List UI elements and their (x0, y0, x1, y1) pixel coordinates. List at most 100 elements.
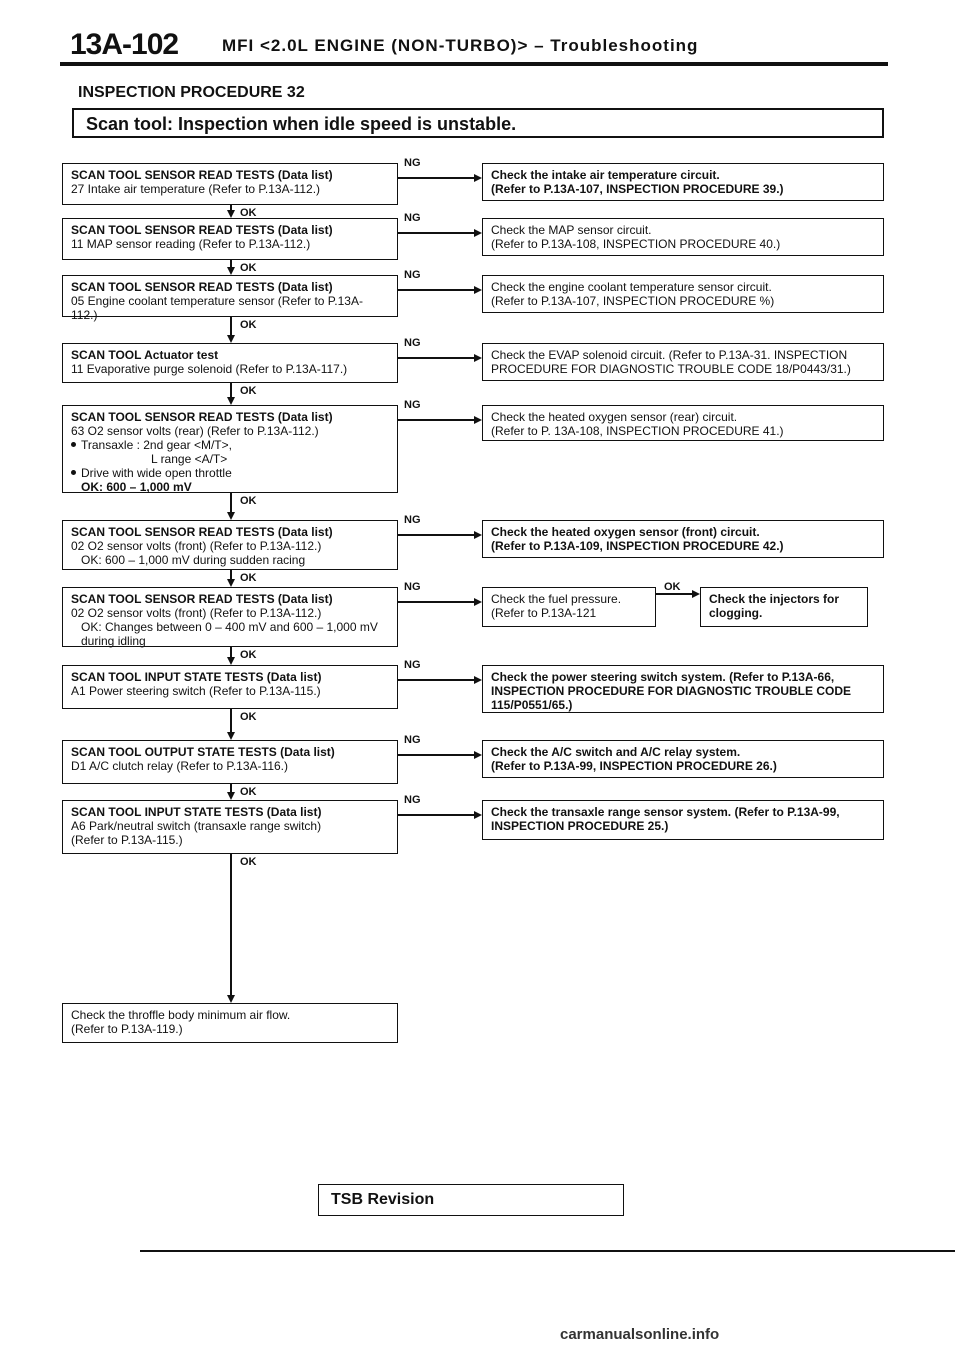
ng-action-line: (Refer to P. 13A-108, INSPECTION PROCEDU… (491, 424, 784, 438)
ok-label: OK (240, 495, 257, 507)
ng-arrow-icon (474, 531, 482, 539)
ok-down-arrow-icon (227, 210, 235, 218)
ng-connector (398, 679, 474, 681)
ng-action-line: INSPECTION PROCEDURE 25.) (491, 819, 669, 833)
page-header-title: MFI <2.0L ENGINE (NON-TURBO)> – Troubles… (222, 36, 699, 55)
ok-down-connector (230, 854, 232, 995)
ok-down-connector (230, 493, 232, 512)
step-line: (Refer to P.13A-115.) (71, 833, 183, 847)
step-line: 02 O2 sensor volts (front) (Refer to P.1… (71, 539, 322, 553)
tsb-revision-box: TSB Revision (318, 1184, 624, 1216)
ng-label: NG (404, 659, 421, 671)
step-box-8: SCAN TOOL INPUT STATE TESTS (Data list)A… (62, 665, 398, 709)
step-line: 11 Evaporative purge solenoid (Refer to … (71, 362, 348, 376)
ng-action-box-8: Check the power steering switch system. … (482, 665, 884, 713)
step-box-9: SCAN TOOL OUTPUT STATE TESTS (Data list)… (62, 740, 398, 784)
ng-action-line: INSPECTION PROCEDURE FOR DIAGNOSTIC TROU… (491, 684, 852, 698)
ng-action-line: (Refer to P.13A-107, INSPECTION PROCEDUR… (491, 294, 775, 308)
page-number: 13A-102 (70, 28, 179, 61)
step-title: SCAN TOOL Actuator test (71, 348, 219, 362)
final-step-line-2: (Refer to P.13A-119.) (71, 1022, 183, 1036)
ng-action-line: Check the heated oxygen sensor (front) c… (491, 525, 760, 539)
ok-action-line: Check the injectors for (709, 592, 840, 606)
step-line: L range <A/T> (151, 452, 228, 466)
step-title: SCAN TOOL SENSOR READ TESTS (Data list) (71, 168, 333, 182)
step-box-7: SCAN TOOL SENSOR READ TESTS (Data list)0… (62, 587, 398, 648)
step-box-5: SCAN TOOL SENSOR READ TESTS (Data list)6… (62, 405, 398, 494)
ng-connector (398, 814, 474, 816)
ng-arrow-icon (474, 354, 482, 362)
ng-action-line: (Refer to P.13A-107, INSPECTION PROCEDUR… (491, 182, 784, 196)
procedure-title: INSPECTION PROCEDURE 32 (78, 84, 305, 101)
ng-action-box-10: Check the transaxle range sensor system.… (482, 800, 884, 840)
ok-down-arrow-icon (227, 792, 235, 800)
ng-action-box-6: Check the heated oxygen sensor (front) c… (482, 520, 884, 558)
ng-action-line: Check the fuel pressure. (491, 592, 622, 606)
step-line: 11 MAP sensor reading (Refer to P.13A-11… (71, 237, 311, 251)
ng-label: NG (404, 581, 421, 593)
step-line: OK: 600 – 1,000 mV (81, 480, 192, 494)
ng-connector (398, 177, 474, 179)
ng-action-line: (Refer to P.13A-121 (491, 606, 597, 620)
step-line: 05 Engine coolant temperature sensor (Re… (71, 294, 363, 322)
ng-action-line: (Refer to P.13A-99, INSPECTION PROCEDURE… (491, 759, 777, 773)
ng-arrow-icon (474, 229, 482, 237)
step-title: SCAN TOOL OUTPUT STATE TESTS (Data list) (71, 745, 335, 759)
ng-action-box-4: Check the EVAP solenoid circuit. (Refer … (482, 343, 884, 381)
ng-action-line: Check the MAP sensor circuit. (491, 223, 652, 237)
ng-action-box-7: Check the fuel pressure.(Refer to P.13A-… (482, 587, 656, 627)
ok-down-connector (230, 383, 232, 397)
ng-label: NG (404, 514, 421, 526)
ok-down-arrow-icon (227, 267, 235, 275)
ng-connector (398, 289, 474, 291)
ok-down-connector (230, 570, 232, 579)
ng-action-line: (Refer to P.13A-109, INSPECTION PROCEDUR… (491, 539, 784, 553)
ng-arrow-icon (474, 811, 482, 819)
ng-arrow-icon (474, 751, 482, 759)
step-title: SCAN TOOL INPUT STATE TESTS (Data list) (71, 805, 322, 819)
step-box-3: SCAN TOOL SENSOR READ TESTS (Data list)0… (62, 275, 398, 322)
ok-down-connector (230, 317, 232, 335)
ng-connector (398, 534, 474, 536)
ng-arrow-icon (474, 416, 482, 424)
ng-action-line: 115/P0551/65.) (491, 698, 573, 712)
step-line: OK: 600 – 1,000 mV during sudden racing (81, 553, 306, 567)
ng-action-line: (Refer to P.13A-108, INSPECTION PROCEDUR… (491, 237, 781, 251)
ng-label: NG (404, 734, 421, 746)
step-title: SCAN TOOL SENSOR READ TESTS (Data list) (71, 592, 333, 606)
ng-arrow-icon (474, 286, 482, 294)
ng-action-box-5: Check the heated oxygen sensor (rear) ci… (482, 405, 884, 441)
ok-label: OK (240, 262, 257, 274)
ng-arrow-icon (474, 174, 482, 182)
ng-action-box-1: Check the intake air temperature circuit… (482, 163, 884, 201)
ok-down-connector (230, 647, 232, 657)
footer-watermark: carmanualsonline.info (560, 1326, 720, 1343)
ng-action-line: Check the transaxle range sensor system.… (491, 805, 840, 819)
ok-label: OK (240, 711, 257, 723)
step-line: OK: Changes between 0 – 400 mV and 600 –… (81, 620, 378, 634)
ok-down-connector (230, 260, 232, 267)
ng-action-line: Check the EVAP solenoid circuit. (Refer … (491, 348, 848, 362)
ok-down-connector (230, 205, 232, 210)
step-title: SCAN TOOL SENSOR READ TESTS (Data list) (71, 280, 333, 294)
step-bullet-text: Drive with wide open throttle (81, 466, 232, 480)
ng-label: NG (404, 157, 421, 169)
ng-label: NG (404, 337, 421, 349)
ok-label: OK (664, 581, 681, 593)
ok-down-connector (230, 784, 232, 792)
step-bullet-text: Transaxle : 2nd gear <M/T>, (81, 438, 232, 452)
step-title: SCAN TOOL SENSOR READ TESTS (Data list) (71, 223, 333, 237)
ok-action-line: clogging. (709, 606, 763, 620)
ok-arrow-icon (692, 590, 700, 598)
ok-label: OK (240, 786, 257, 798)
step-line: during idling (81, 634, 146, 648)
step-line: 27 Intake air temperature (Refer to P.13… (71, 182, 321, 196)
bullet-icon (71, 470, 76, 476)
ok-label: OK (240, 572, 257, 584)
ng-label: NG (404, 269, 421, 281)
ng-action-line: Check the A/C switch and A/C relay syste… (491, 745, 741, 759)
ng-arrow-icon (474, 598, 482, 606)
ng-connector (398, 232, 474, 234)
